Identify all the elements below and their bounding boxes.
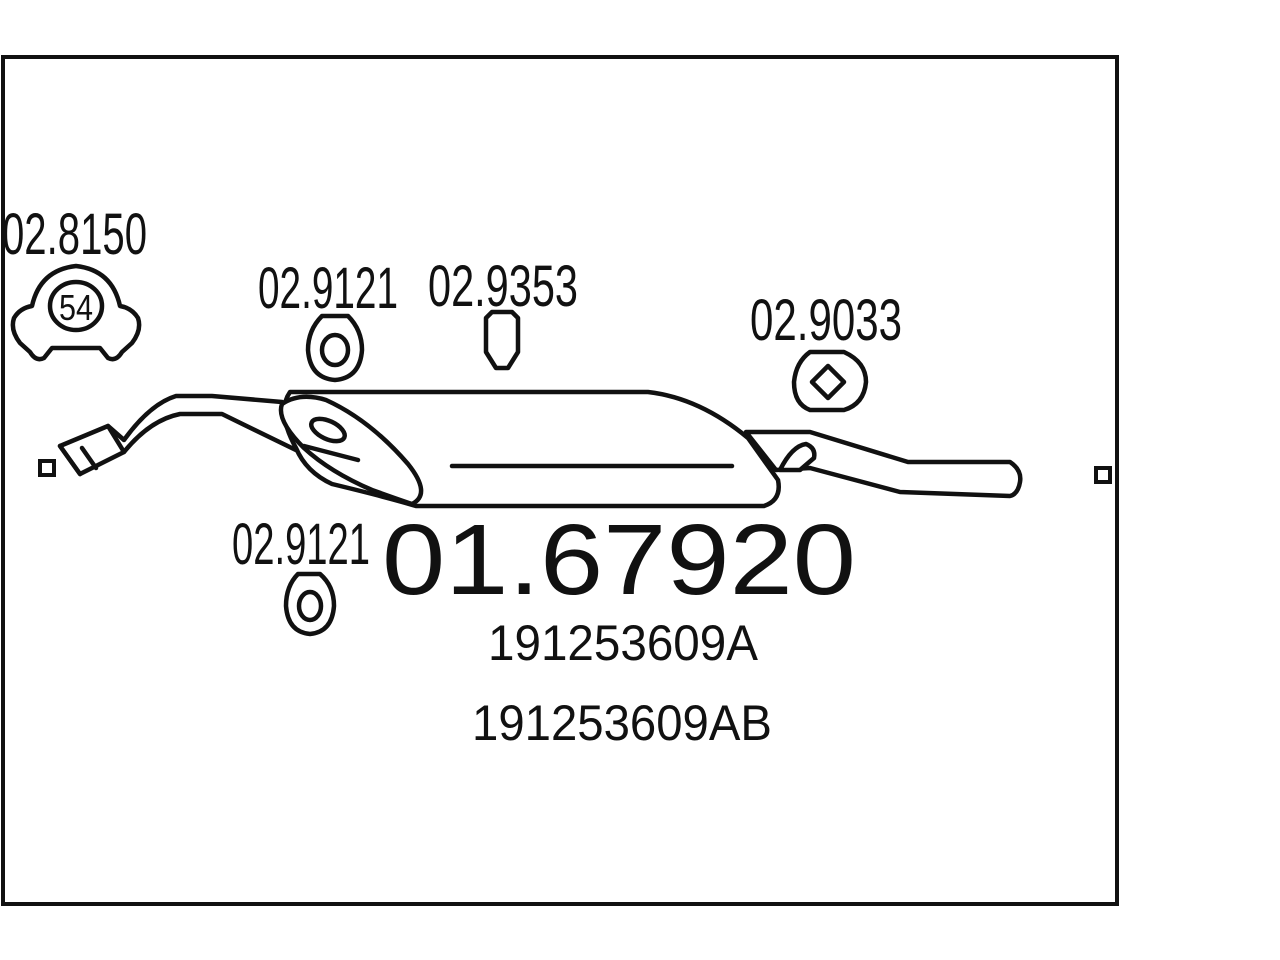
muffler-assembly: [38, 389, 1023, 509]
left-connection-marker: [38, 459, 56, 477]
rubber-ring-lower-part: 02.9121: [232, 512, 370, 637]
diagram-frame: [1, 55, 1119, 906]
main-part-number: 01.67920: [382, 504, 856, 616]
clamp-icon: 54: [10, 263, 142, 362]
clamp-code: 02.8150: [2, 202, 147, 267]
hanger-bolt-code: 02.9353: [428, 254, 578, 319]
rubber-mount-code: 02.9033: [750, 288, 902, 353]
hanger-bolt-icon: [483, 309, 521, 371]
clamp-part: 02.8150 54: [2, 202, 147, 362]
rubber-ring-lower-icon: [283, 571, 337, 637]
rubber-ring-upper-icon: [305, 313, 365, 383]
clamp-size-label: 54: [59, 287, 93, 328]
oem-number-2: 191253609AB: [472, 695, 772, 751]
rubber-ring-upper-part: 02.9121: [258, 256, 398, 383]
rubber-mount-part: 02.9033: [750, 288, 902, 413]
oem-number-1: 191253609A: [488, 615, 759, 671]
rubber-ring-upper-code: 02.9121: [258, 256, 398, 321]
rubber-ring-lower-code: 02.9121: [232, 512, 370, 577]
hanger-bolt-part: 02.9353: [428, 254, 578, 371]
rubber-mount-icon: [791, 349, 869, 413]
right-connection-marker: [1094, 466, 1112, 484]
